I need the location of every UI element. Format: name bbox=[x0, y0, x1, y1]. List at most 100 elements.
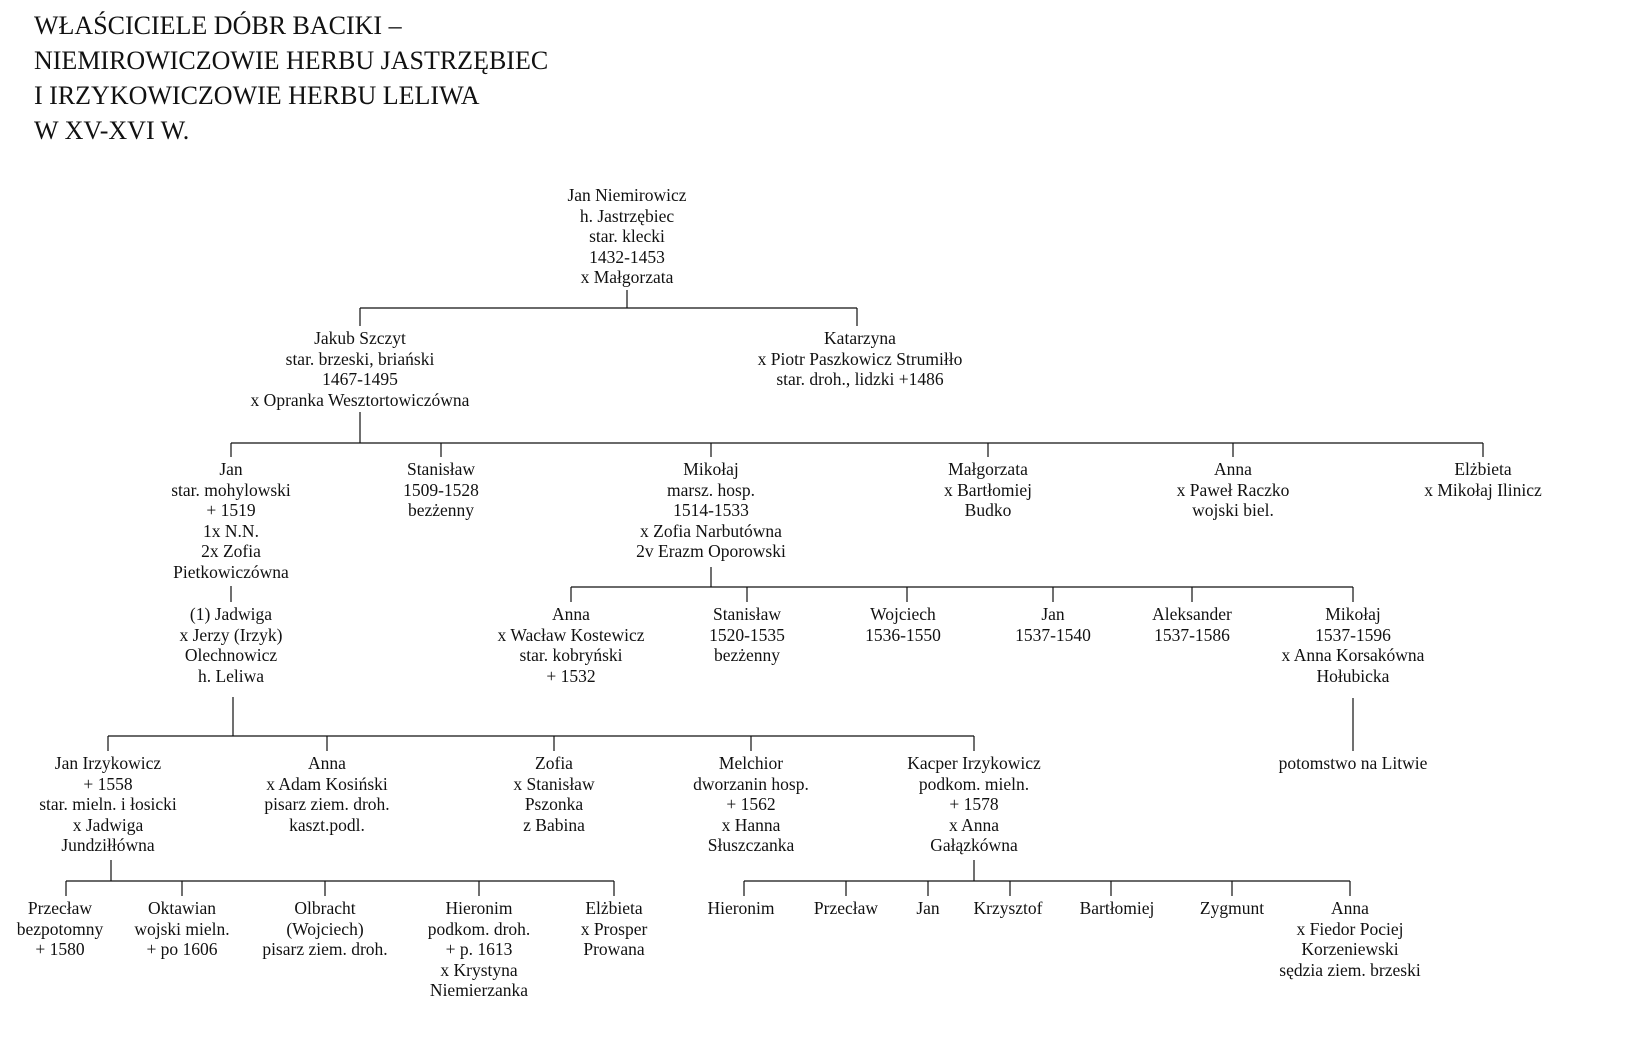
person-name: Jakub Szczyt bbox=[314, 328, 406, 348]
person-detail: Pszonka bbox=[524, 794, 584, 814]
person-detail: h. Jastrzębiec bbox=[579, 205, 675, 226]
person-detail: star. brzeski, briański bbox=[285, 348, 435, 369]
person-detail: x Hanna bbox=[721, 814, 781, 835]
person-name: Katarzyna bbox=[824, 328, 896, 348]
person-detail: 2x Zofia bbox=[201, 541, 261, 561]
person-name: Jan bbox=[1041, 604, 1065, 624]
person-detail: 1x N.N. bbox=[203, 520, 259, 541]
person-detail: + p. 1613 bbox=[445, 939, 513, 959]
person-name: Przecław bbox=[27, 898, 93, 918]
person-name: Jan bbox=[916, 898, 940, 918]
person-detail: x Mikołaj Ilinicz bbox=[1424, 479, 1542, 500]
person-detail: Olechnowicz bbox=[184, 645, 278, 665]
person-detail: bezżenny bbox=[407, 500, 475, 520]
person-name: Mikołaj bbox=[683, 459, 739, 479]
person-name: Olbracht bbox=[294, 898, 356, 918]
person-detail: x Fiedor Pociej bbox=[1296, 918, 1404, 939]
person-name: Zygmunt bbox=[1199, 898, 1265, 918]
person-name: Elżbieta bbox=[1454, 459, 1512, 479]
person-detail: 1432-1453 bbox=[589, 246, 665, 267]
title-line-3: I IRZYKOWICZOWIE HERBU LELIWA bbox=[34, 81, 480, 110]
person-hieronim-k: Hieronim bbox=[707, 898, 774, 919]
person-detail: star. droh., lidzki +1486 bbox=[776, 369, 944, 389]
person-name: Małgorzata bbox=[948, 459, 1028, 479]
person-detail: pisarz ziem. droh. bbox=[264, 794, 390, 814]
person-detail: wojski biel. bbox=[1192, 500, 1274, 520]
person-name: Aleksander bbox=[1152, 604, 1232, 624]
person-zygmunt: Zygmunt bbox=[1200, 898, 1264, 919]
person-detail: + 1532 bbox=[546, 665, 596, 686]
person-detail: 2v Erazm Oporowski bbox=[636, 541, 786, 561]
person-detail: 1467-1495 bbox=[322, 369, 398, 389]
person-detail: x Wacław Kostewicz bbox=[497, 624, 645, 645]
person-detail: Pietkowiczówna bbox=[173, 561, 289, 582]
person-detail: x Jerzy (Irzyk) bbox=[179, 624, 283, 645]
person-name: (1) Jadwiga bbox=[189, 604, 273, 624]
person-detail: + 1580 bbox=[35, 939, 85, 959]
person-name: Melchior bbox=[718, 753, 784, 773]
person-name: Zofia bbox=[535, 753, 573, 773]
person-detail: x Krystyna bbox=[440, 959, 518, 980]
person-detail: + 1562 bbox=[726, 794, 776, 814]
person-detail: Słuszczanka bbox=[707, 835, 795, 855]
person-detail: x Jadwiga bbox=[72, 814, 144, 835]
person-name: Elżbieta bbox=[585, 898, 643, 918]
person-name: Anna bbox=[1331, 898, 1369, 918]
title-line-2: NIEMIROWICZOWIE HERBU JASTRZĘBIEC bbox=[34, 46, 549, 75]
person-detail: x Anna Korsakówna bbox=[1281, 645, 1425, 665]
person-detail: 1537-1596 bbox=[1315, 624, 1391, 645]
person-detail: 1509-1528 bbox=[403, 479, 479, 500]
person-detail: 1520-1535 bbox=[709, 624, 785, 645]
person-detail: Budko bbox=[964, 500, 1012, 520]
person-detail: + 1578 bbox=[949, 794, 999, 814]
person-name: Przecław bbox=[813, 898, 879, 918]
person-detail: Gałązkówna bbox=[930, 835, 1018, 855]
person-detail: Niemierzanka bbox=[429, 980, 529, 1000]
person-potomstwo: potomstwo na Litwie bbox=[1279, 753, 1428, 774]
person-detail: x Małgorzata bbox=[580, 267, 674, 287]
person-name: Kacper Irzykowicz bbox=[907, 753, 1041, 773]
person-detail: Jundziłłówna bbox=[61, 835, 155, 855]
person-name: Wojciech bbox=[870, 604, 936, 624]
person-detail: (Wojciech) bbox=[286, 918, 364, 939]
person-detail: marsz. hosp. bbox=[667, 479, 755, 500]
person-name: Jan Niemirowicz bbox=[567, 185, 687, 205]
person-bartlomiej: Bartłomiej bbox=[1080, 898, 1155, 919]
person-detail: Korzeniewski bbox=[1301, 939, 1399, 959]
person-detail: pisarz ziem. droh. bbox=[262, 939, 388, 959]
person-detail: podkom. droh. bbox=[427, 918, 531, 939]
person-detail: x Prosper bbox=[580, 918, 648, 939]
person-name: Mikołaj bbox=[1325, 604, 1381, 624]
person-detail: star. mieln. i łosicki bbox=[39, 794, 177, 814]
person-detail: sędzia ziem. brzeski bbox=[1279, 959, 1421, 980]
person-name: Hieronim bbox=[445, 898, 513, 918]
person-detail: dworzanin hosp. bbox=[693, 773, 809, 794]
person-detail: x Adam Kosiński bbox=[266, 773, 388, 794]
person-name: Anna bbox=[552, 604, 590, 624]
person-name: Anna bbox=[308, 753, 346, 773]
person-detail: x Zofia Narbutówna bbox=[640, 520, 782, 541]
person-name: Bartłomiej bbox=[1079, 898, 1155, 918]
person-name: Hieronim bbox=[707, 898, 775, 918]
person-detail: star. klecki bbox=[589, 226, 665, 246]
person-detail: x Opranka Wesztortowiczówna bbox=[250, 389, 470, 410]
person-detail: podkom. mieln. bbox=[918, 773, 1030, 794]
person-detail: + po 1606 bbox=[146, 939, 218, 959]
title-line-4: W XV-XVI W. bbox=[34, 116, 190, 145]
